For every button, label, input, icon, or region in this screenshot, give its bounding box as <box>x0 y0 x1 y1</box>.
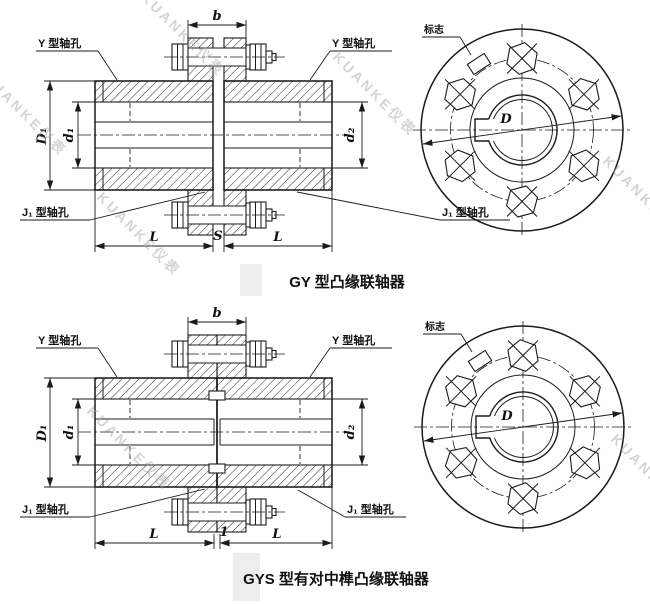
dim-D-label: D <box>499 112 512 127</box>
gy-bottom-bolt <box>164 201 285 229</box>
dim-d2-label: d₂ <box>343 127 358 142</box>
mark-rect <box>466 52 492 76</box>
gy-leader-j1-right: J₁ 型轴孔 <box>296 191 510 221</box>
gys-dim-b: b <box>187 306 247 335</box>
dim-L-right-label: L <box>271 527 281 542</box>
gy-dim-D: D <box>422 112 622 146</box>
mark-rect <box>467 349 493 373</box>
y-hole-left-label: Y 型轴孔 <box>38 333 81 347</box>
dim-L-left-label: L <box>148 230 158 245</box>
dim-L-left-label: L <box>148 527 158 542</box>
dim-D1-label: D₁ <box>35 425 50 443</box>
gys-dim-D1: D₁ <box>35 377 95 488</box>
gy-section-view: b D₁ d₁ d₂ <box>20 9 510 252</box>
j1-hole-right-label: J₁ 型轴孔 <box>347 502 394 516</box>
gys-bottom-bolt <box>164 498 285 526</box>
watermarks: KUANKE仪表 KUANKE仪表 KUANKE仪表 KUANKE仪表 KUAN… <box>0 0 650 521</box>
gy-front-bolts <box>444 42 600 218</box>
gy-dim-LSL: L S L <box>94 190 333 252</box>
gys-top-bolt <box>164 340 285 368</box>
dim-d1-label: d₁ <box>62 425 77 440</box>
gy-front-view: D 标志 <box>413 23 631 237</box>
gys-caption: GYS 型有对中榫凸缘联轴器 <box>243 570 430 588</box>
gys-front-view: D 标志 <box>414 320 632 534</box>
gy-leader-y-left: Y 型轴孔 <box>36 36 118 81</box>
gy-leader-j1-left: J₁ 型轴孔 <box>20 191 206 221</box>
mark-label: 标志 <box>423 23 444 36</box>
j1-hole-left-label: J₁ 型轴孔 <box>22 502 69 516</box>
dim-L-right-label: L <box>272 230 282 245</box>
gys-dim-L1L: L 1 L <box>94 487 333 549</box>
j1-hole-right-label: J₁ 型轴孔 <box>442 205 489 219</box>
gys-leader-j1-right: J₁ 型轴孔 <box>297 489 406 518</box>
gys-mark: 标志 <box>423 320 493 373</box>
gy-dim-d1: d₁ <box>62 101 95 169</box>
watermark-text: KUANKE仪表 <box>94 189 184 279</box>
y-hole-right-label: Y 型轴孔 <box>332 333 375 347</box>
gy-dim-b: b <box>187 9 247 38</box>
dim-b-label: b <box>212 9 221 24</box>
watermark-text: KUANKE仪表 <box>600 153 650 243</box>
gy-leader-y-right: Y 型轴孔 <box>309 36 392 81</box>
y-hole-right-label: Y 型轴孔 <box>332 36 375 50</box>
watermark-text: KUANKE仪表 <box>608 431 650 521</box>
dim-d2-label: d₂ <box>343 424 358 439</box>
spigot-step-top <box>208 390 226 401</box>
gys-leader-y-left: Y 型轴孔 <box>36 333 118 378</box>
gys-dim-d1: d₁ <box>62 398 95 466</box>
gys-section-view: b D₁ d₁ d₂ <box>20 306 406 549</box>
gy-caption: GY 型凸缘联轴器 <box>289 273 406 291</box>
dim-b-label: b <box>212 306 221 321</box>
gy-top-bolt <box>164 43 285 71</box>
gys-dim-d2: d₂ <box>332 398 368 466</box>
gys-dim-D: D <box>423 409 623 443</box>
dim-d1-label: d₁ <box>62 128 77 143</box>
dim-D-label: D <box>500 409 513 424</box>
dim-D1-label: D₁ <box>35 128 50 146</box>
watermark-text: KUANKE仪表 <box>0 69 70 159</box>
y-hole-left-label: Y 型轴孔 <box>38 36 81 50</box>
gys-front-bolts <box>444 339 601 515</box>
scan-artifact <box>233 553 260 601</box>
j1-hole-left-label: J₁ 型轴孔 <box>22 205 69 219</box>
gy-dim-d2: d₂ <box>332 101 368 169</box>
gys-leader-j1-left: J₁ 型轴孔 <box>20 488 206 518</box>
scan-artifact <box>240 264 262 296</box>
gy-dim-D1: D₁ <box>35 80 95 191</box>
dim-S-label: S <box>213 229 222 244</box>
mark-label: 标志 <box>424 320 445 333</box>
dim-gap-label: 1 <box>219 525 228 540</box>
spigot-step-bottom <box>208 463 226 474</box>
watermark-text: KUANKE仪表 <box>330 49 420 139</box>
gys-leader-y-right: Y 型轴孔 <box>309 333 392 378</box>
gy-mark: 标志 <box>422 23 492 76</box>
